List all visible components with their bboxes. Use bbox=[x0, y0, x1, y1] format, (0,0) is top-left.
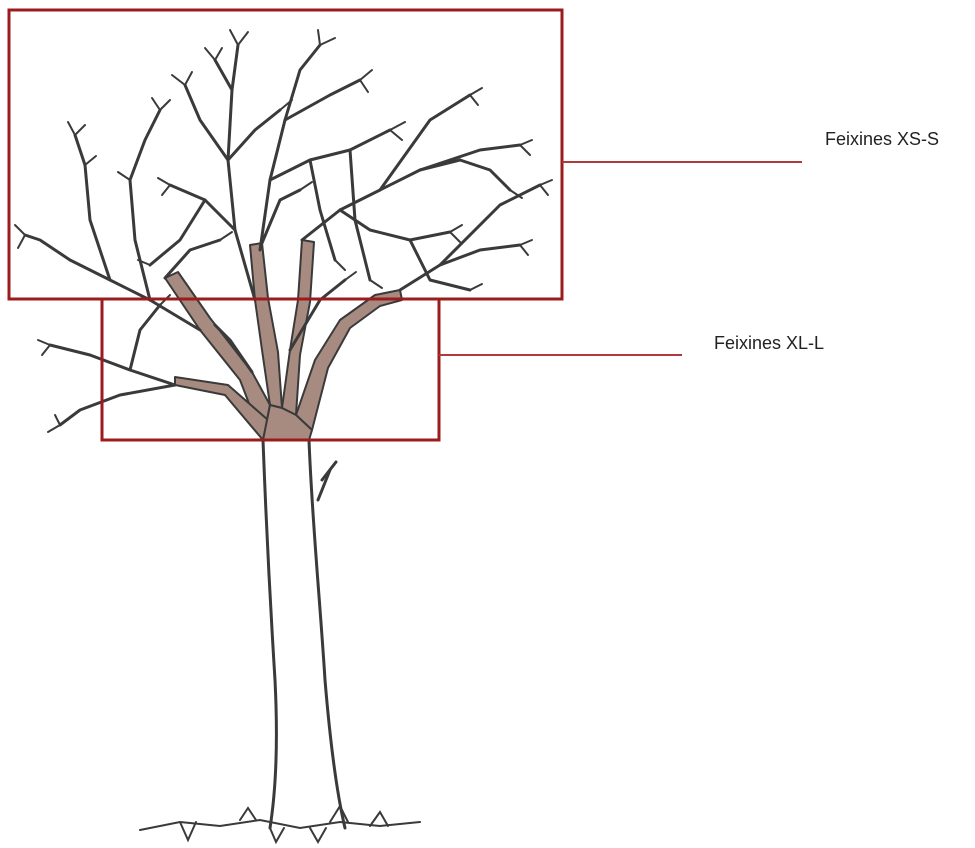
tree-twigs bbox=[14, 29, 553, 433]
tree-branches bbox=[23, 43, 542, 427]
limbs-box bbox=[100, 297, 441, 442]
label-feixines-xl-l: Feixines XL-L bbox=[714, 333, 825, 353]
label-feixines-xs-s: Feixines XS-S bbox=[825, 129, 940, 149]
tree-trunk bbox=[261, 438, 347, 830]
callout-xl-l bbox=[100, 297, 682, 442]
crown-box bbox=[7, 8, 564, 301]
ground-grass bbox=[139, 803, 421, 845]
